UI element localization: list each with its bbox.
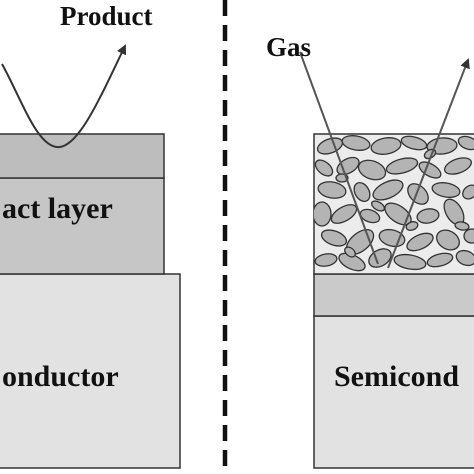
porous-grain — [407, 183, 429, 205]
contact-layer-label: act layer — [2, 192, 113, 225]
left-panel: Product act layer onductor — [0, 1, 181, 469]
porous-grain — [314, 201, 332, 227]
right-semiconductor-label: Semicond — [334, 360, 459, 393]
porous-grain — [353, 182, 371, 202]
porous-grain — [426, 252, 454, 268]
porous-grain — [457, 135, 474, 151]
porous-grain — [418, 161, 442, 179]
porous-grain — [357, 159, 387, 181]
porous-grain — [463, 228, 474, 244]
porous-grain — [406, 232, 434, 252]
right-panel: Gas Semicond — [266, 32, 474, 469]
porous-grain — [416, 208, 440, 224]
left-semiconductor-label: onductor — [2, 360, 119, 393]
gas-arrow-out — [387, 58, 470, 269]
left-semiconductor-block — [0, 273, 181, 469]
porous-grain — [359, 208, 381, 224]
porous-grain — [314, 159, 334, 177]
porous-grain — [436, 229, 460, 251]
porous-grain — [393, 253, 427, 271]
porous-grains — [314, 135, 474, 272]
gas-label: Gas — [266, 32, 311, 62]
product-arrow — [1, 44, 127, 149]
porous-grain — [344, 246, 356, 258]
porous-grain — [317, 181, 347, 199]
porous-grain — [385, 157, 419, 175]
porous-grain — [455, 249, 474, 267]
product-label: Product — [60, 1, 153, 31]
porous-grain — [443, 157, 473, 175]
porous-grain — [320, 229, 348, 247]
porous-grain — [405, 221, 419, 231]
porous-grain — [341, 135, 371, 151]
porous-grain — [372, 179, 404, 201]
gas-arrow-in — [299, 51, 379, 265]
right-substrate-band — [313, 273, 474, 317]
left-top-band — [0, 133, 165, 179]
porous-grain — [370, 200, 386, 212]
porous-grain — [431, 182, 461, 198]
porous-grain — [454, 221, 470, 231]
right-semiconductor-block — [313, 315, 474, 469]
left-contact-layer — [0, 177, 165, 275]
porous-grain — [314, 253, 338, 267]
porous-grain — [370, 137, 402, 155]
